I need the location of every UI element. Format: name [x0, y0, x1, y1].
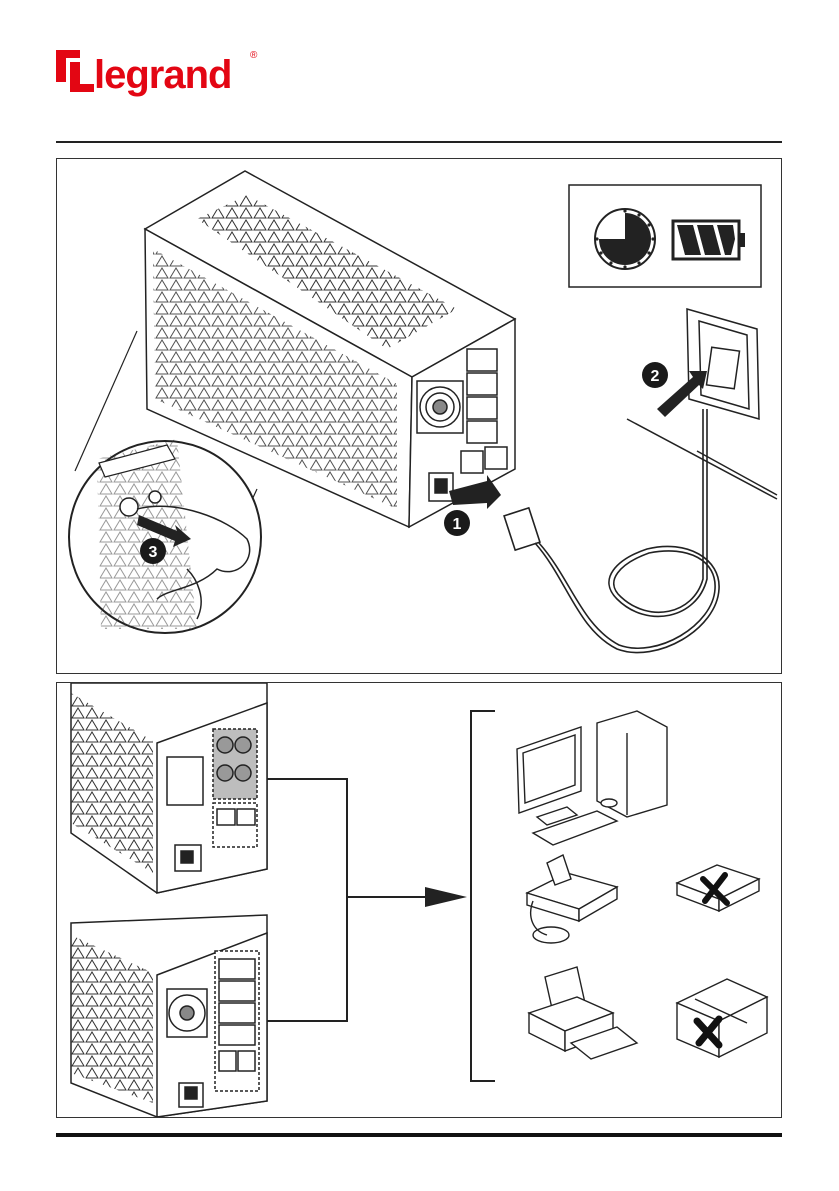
router-not-allowed-icon [677, 865, 759, 911]
ups-rear-model-a [71, 683, 267, 893]
connection-arrow [425, 887, 467, 907]
fax-machine-icon [527, 855, 617, 943]
step-2-badge: 2 [642, 362, 668, 388]
legrand-logo: legrand ® [54, 44, 264, 100]
connection-lines [267, 779, 425, 1021]
device-bracket [471, 711, 495, 1081]
step-1-badge: 1 [444, 510, 470, 536]
wall-socket [627, 309, 777, 499]
registered-mark: ® [250, 50, 258, 61]
outlets-panel [56, 682, 782, 1118]
footer-rule [56, 1133, 782, 1137]
laser-printer-not-allowed-icon [677, 979, 767, 1057]
legrand-symbol-icon [56, 50, 94, 92]
battery-charging-icon [673, 221, 745, 259]
brand-wordmark: legrand [94, 53, 231, 97]
step-3-badge: 3 [140, 538, 166, 564]
clock-icon [595, 209, 655, 269]
svg-text:2: 2 [651, 368, 660, 385]
header-rule [56, 141, 782, 143]
svg-text:3: 3 [149, 544, 158, 561]
setup-panel: 1 2 [56, 158, 782, 674]
power-cord [504, 409, 719, 653]
svg-text:1: 1 [453, 516, 462, 533]
ups-rear-model-b [71, 915, 267, 1117]
printer-icon [529, 967, 637, 1059]
desktop-computer-icon [517, 711, 667, 845]
